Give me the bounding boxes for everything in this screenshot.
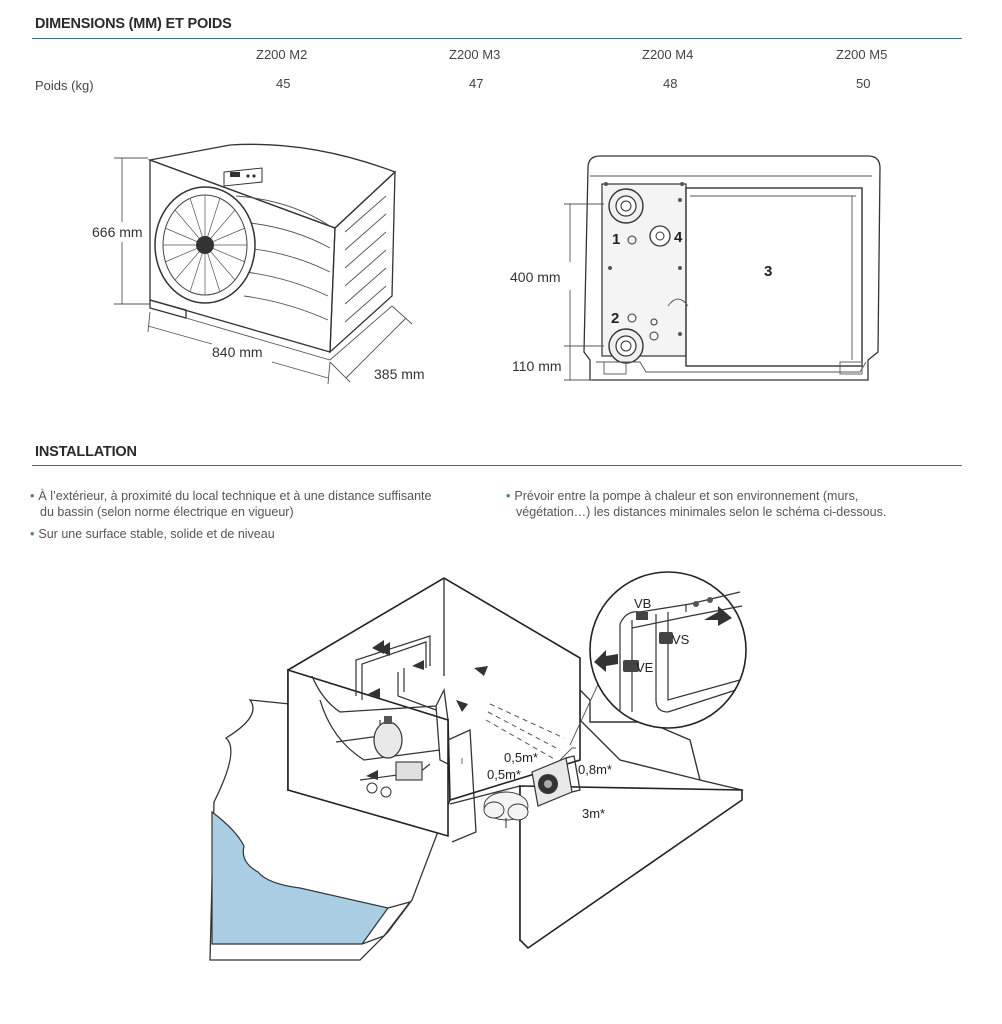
bullet-left-1-line2: du bassin (selon norme électrique en vig… — [40, 505, 294, 519]
depth-label: 385 mm — [374, 366, 425, 382]
distance-label-1: 0,5m* — [504, 750, 538, 765]
outflow-arrow-icon — [704, 606, 732, 626]
height-label: 666 mm — [92, 224, 143, 240]
bullet-left-2: •Sur une surface stable, solide et de ni… — [30, 526, 500, 542]
h400-label: 400 mm — [510, 269, 561, 285]
model-header-3: Z200 M4 — [642, 47, 694, 62]
valve-vs-label: VS — [672, 632, 690, 647]
bullet-right-1-line2: végétation…) les distances minimales sel… — [516, 505, 887, 519]
bullet-right-1: •Prévoir entre la pompe à chaleur et son… — [506, 488, 966, 520]
pool-water — [211, 810, 390, 945]
bullet-left-1-line1: À l’extérieur, à proximité du local tech… — [38, 489, 432, 503]
distance-label-4: 3m* — [582, 806, 605, 821]
connector-4-label: 4 — [674, 229, 683, 246]
weight-value-1: 45 — [276, 76, 291, 91]
connector-2-label: 2 — [611, 310, 619, 327]
width-label: 840 mm — [212, 344, 263, 360]
heat-pump-back-view-drawing: 400 mm 110 mm 1 2 3 4 — [510, 155, 881, 381]
panel-3-label: 3 — [764, 263, 772, 280]
inflow-arrow-icon — [594, 650, 618, 672]
valve-vb-label: VB — [634, 596, 651, 611]
dimensions-title: DIMENSIONS (MM) ET POIDS — [35, 16, 232, 32]
weight-value-3: 48 — [663, 76, 678, 91]
bullet-dot-icon: • — [30, 489, 35, 503]
dimensions-rule — [32, 38, 962, 39]
model-header-4: Z200 M5 — [836, 47, 888, 62]
weight-row-label: Poids (kg) — [35, 78, 94, 93]
bullet-dot-icon: • — [506, 489, 511, 503]
bullet-right-1-line1: Prévoir entre la pompe à chaleur et son … — [514, 489, 859, 503]
heat-pump-isometric-drawing: 666 mm 840 mm — [92, 143, 425, 385]
weight-value-4: 50 — [856, 76, 871, 91]
bullet-left-2-line1: Sur une surface stable, solide et de niv… — [38, 527, 275, 541]
weight-value-2: 47 — [469, 76, 484, 91]
h110-label: 110 mm — [512, 358, 562, 374]
bullet-dot-icon: • — [30, 527, 35, 541]
bullet-left-1: •À l’extérieur, à proximité du local tec… — [30, 488, 500, 520]
model-header-2: Z200 M3 — [449, 47, 501, 62]
installation-title: INSTALLATION — [35, 444, 137, 460]
connector-1-label: 1 — [612, 231, 620, 248]
distance-label-2: 0,5m* — [487, 767, 521, 782]
installation-rule — [32, 465, 962, 466]
distance-label-3: 0,8m* — [578, 762, 612, 777]
model-header-1: Z200 M2 — [256, 47, 308, 62]
valve-ve-label: VE — [636, 660, 654, 675]
